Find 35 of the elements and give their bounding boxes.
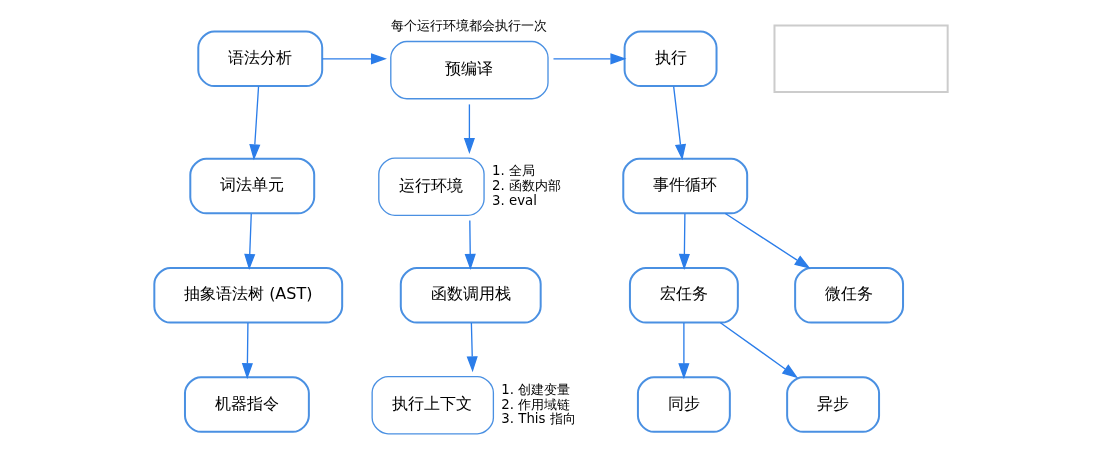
node-label: 3. This 指向: [501, 411, 576, 427]
node-box: 执行上下文: [371, 375, 495, 435]
node-box: 同步: [636, 376, 731, 433]
node-box: 异步: [786, 376, 881, 433]
arrow: [249, 85, 261, 161]
arrow: [719, 322, 799, 379]
arrow: [466, 322, 478, 373]
node-box: 词法单元: [189, 157, 316, 215]
node-label: 1. 全局: [492, 163, 535, 179]
arrow: [552, 53, 627, 65]
node-label: 2. 作用域链: [501, 396, 571, 412]
arrow: [463, 103, 475, 154]
node-box: 机器指令: [183, 376, 310, 433]
arrow: [241, 322, 253, 380]
node-box: 预编译: [390, 40, 549, 100]
node-box: 抽象语法树 (AST): [153, 266, 344, 324]
arrow: [724, 212, 811, 269]
arrow: [464, 219, 476, 270]
arrow: [321, 53, 387, 65]
node-box: 宏任务: [628, 266, 739, 324]
node-label: 1. 创建变量: [501, 381, 571, 397]
arrow: [673, 85, 687, 161]
node-box: 函数调用栈: [399, 266, 542, 324]
node-box: [773, 24, 949, 94]
arrow: [244, 213, 256, 270]
arrow: [678, 322, 690, 380]
node-box: 运行环境: [378, 157, 485, 216]
node-box: 事件循环: [622, 157, 749, 215]
node-box: 微任务: [794, 266, 905, 324]
arrow: [678, 213, 690, 270]
node-label: 3. eval: [492, 192, 537, 208]
node-label: 2. 函数内部: [492, 178, 561, 194]
node-box: 执行: [623, 30, 718, 88]
node-label: 每个运行环境都会执行一次: [390, 17, 547, 33]
node-box: 语法分析: [197, 30, 324, 88]
